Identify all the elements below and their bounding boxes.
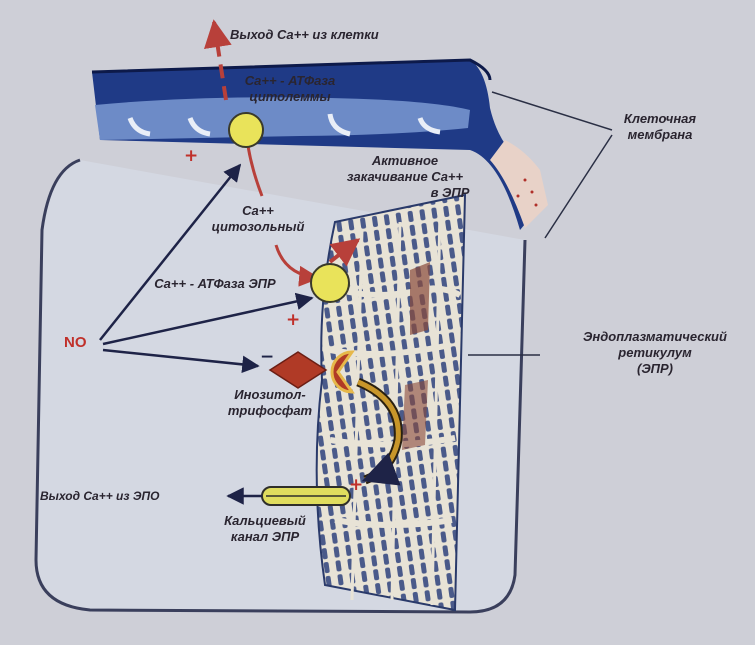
label-cell-membrane-2: мембрана <box>600 127 720 142</box>
plasma-atpase-pump <box>229 113 263 147</box>
label-active-pump-1: Активное <box>330 153 480 168</box>
label-ip3-2: трифосфат <box>210 403 330 418</box>
sign-plus-channel: + <box>349 475 363 495</box>
label-cell-membrane-1: Клеточная <box>600 111 720 126</box>
label-ca-channel-2: канал ЭПР <box>205 529 325 544</box>
label-plasma-atpase-2: цитолеммы <box>215 89 365 104</box>
label-er-2: ретикулум <box>565 345 745 360</box>
sign-plus-plasma: + <box>184 146 198 166</box>
label-ca-cytosol-2: цитозольный <box>198 219 318 234</box>
label-ca-exit-cell: Выход Ca++ из клетки <box>230 27 379 42</box>
label-no: NO <box>64 335 87 350</box>
sign-minus-ip3: − <box>260 347 274 367</box>
label-ip3-1: Инозитол- <box>210 387 330 402</box>
label-active-pump-2: закачивание Ca++ <box>320 169 490 184</box>
sign-plus-er-atpase: + <box>286 310 300 330</box>
label-er-1: Эндоплазматический <box>565 329 745 344</box>
label-ca-exit-er: Выход Ca++ из ЭПО <box>40 489 159 504</box>
label-plasma-atpase-1: Ca++ - АТФаза <box>215 73 365 88</box>
label-ca-cytosol-1: Ca++ <box>208 203 308 218</box>
label-ca-channel-1: Кальциевый <box>205 513 325 528</box>
er-atpase-pump <box>311 264 349 302</box>
label-er-atpase: Ca++ - АТФаза ЭПР <box>125 276 305 291</box>
label-er-3: (ЭПР) <box>565 361 745 376</box>
label-active-pump-3: в ЭПР <box>410 185 490 200</box>
